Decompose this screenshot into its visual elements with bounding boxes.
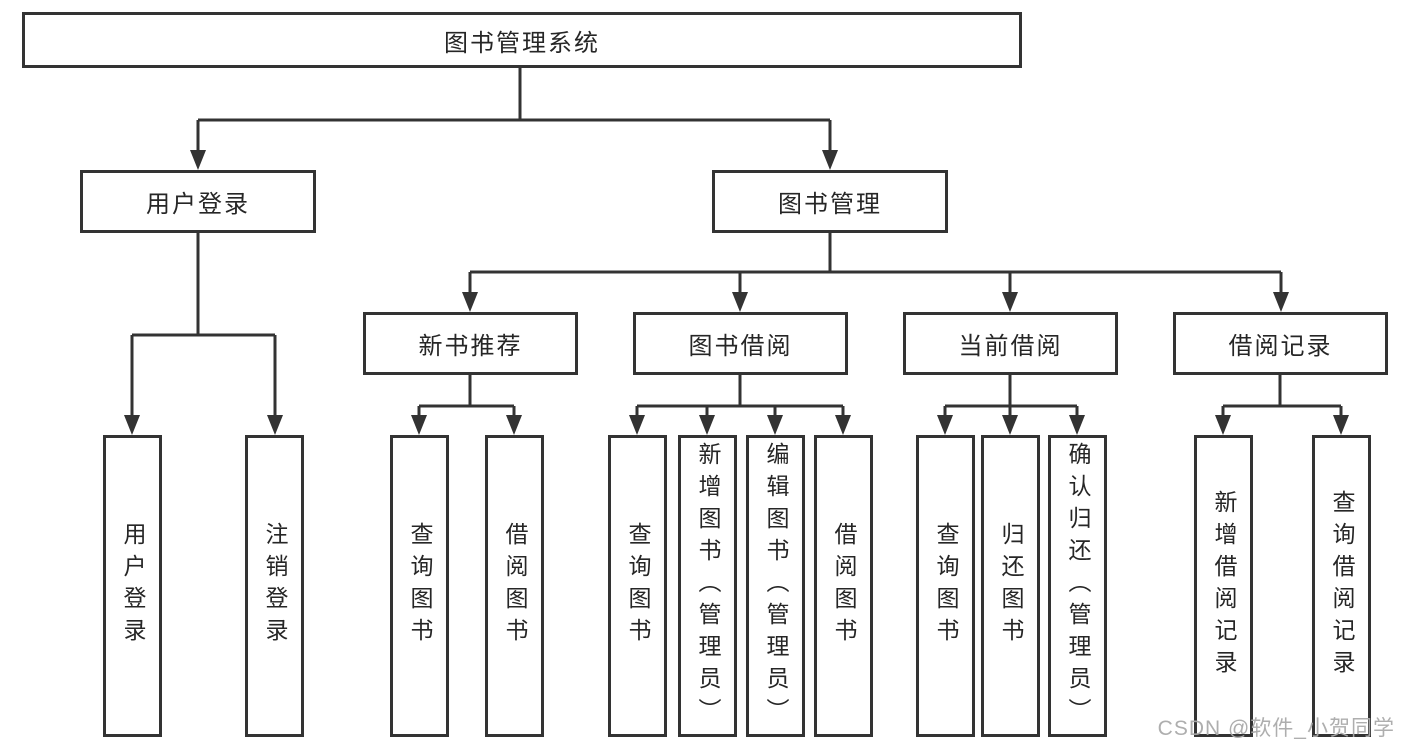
node-new-book-recommend: 新书推荐 xyxy=(363,312,578,375)
leaf-current-return-books: 归还图书 xyxy=(981,435,1040,737)
node-user-login: 用户登录 xyxy=(80,170,316,233)
node-label: 新增借阅记录 xyxy=(1211,490,1237,682)
node-label: 用户登录 xyxy=(146,191,250,218)
leaf-current-query-books: 查询图书 xyxy=(916,435,975,737)
node-label: 图书管理 xyxy=(778,191,882,218)
node-label: 用户登录 xyxy=(120,522,146,650)
node-label: 借阅图书 xyxy=(502,522,528,650)
node-label: 查询借阅记录 xyxy=(1329,490,1355,682)
leaf-recommend-query-books: 查询图书 xyxy=(390,435,449,737)
leaf-user-login: 用户登录 xyxy=(103,435,162,737)
node-label: 新书推荐 xyxy=(418,333,523,360)
node-label: 图书管理系统 xyxy=(444,29,600,57)
leaf-borrowing-borrow-books: 借阅图书 xyxy=(814,435,873,737)
leaf-recommend-borrow-books: 借阅图书 xyxy=(485,435,544,737)
node-label: 注销登录 xyxy=(262,522,288,650)
node-book-management: 图书管理 xyxy=(712,170,948,233)
node-current-borrowing: 当前借阅 xyxy=(903,312,1118,375)
node-label: 借阅图书 xyxy=(831,522,857,650)
node-label: 借阅记录 xyxy=(1228,333,1333,360)
node-label: 归还图书 xyxy=(998,522,1024,650)
node-label: 查询图书 xyxy=(625,522,651,650)
leaf-logout: 注销登录 xyxy=(245,435,304,737)
leaf-borrowing-edit-books-admin: 编辑图书（管理员） xyxy=(746,435,805,737)
leaf-records-add-borrow-record: 新增借阅记录 xyxy=(1194,435,1253,737)
node-label: 查询图书 xyxy=(933,522,959,650)
node-label: 图书借阅 xyxy=(688,333,793,360)
csdn-watermark: CSDN @软件_小贺同学 xyxy=(1157,717,1395,740)
leaf-borrowing-query-books: 查询图书 xyxy=(608,435,667,737)
node-label: 查询图书 xyxy=(407,522,433,650)
node-label: 确认归还（管理员） xyxy=(1065,442,1091,730)
node-borrowing-records: 借阅记录 xyxy=(1173,312,1388,375)
node-label: 新增图书（管理员） xyxy=(695,442,721,730)
node-book-borrowing: 图书借阅 xyxy=(633,312,848,375)
node-label: 编辑图书（管理员） xyxy=(763,442,789,730)
node-root-library-management-system: 图书管理系统 xyxy=(22,12,1022,68)
leaf-records-query-borrow-record: 查询借阅记录 xyxy=(1312,435,1371,737)
leaf-current-confirm-return-admin: 确认归还（管理员） xyxy=(1048,435,1107,737)
leaf-borrowing-add-books-admin: 新增图书（管理员） xyxy=(678,435,737,737)
node-label: 当前借阅 xyxy=(958,333,1063,360)
